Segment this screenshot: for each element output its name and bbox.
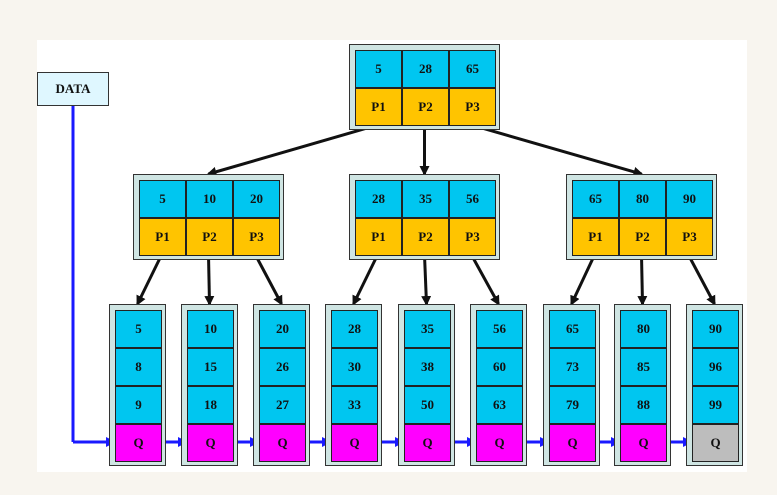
key-cell: 27	[259, 386, 306, 424]
key-cell: 28	[355, 180, 402, 218]
key-cell: 28	[331, 310, 378, 348]
pointer-cell: P3	[666, 218, 713, 256]
key-cell: 9	[115, 386, 162, 424]
q-cell: Q	[476, 424, 523, 462]
key-cell: 56	[476, 310, 523, 348]
tree-arrow	[421, 254, 432, 306]
key-cell: 88	[620, 386, 667, 424]
pointer-cell: P1	[355, 218, 402, 256]
data-label: DATA	[37, 72, 109, 106]
key-cell: 65	[572, 180, 619, 218]
tree-arrow	[206, 123, 378, 177]
pointer-cell: P2	[186, 218, 233, 256]
tree-arrow	[254, 254, 283, 306]
key-cell: 50	[404, 386, 451, 424]
key-cell: 15	[187, 348, 234, 386]
pointer-cell: P2	[402, 218, 449, 256]
key-cell: 35	[404, 310, 451, 348]
tree-arrow	[204, 254, 215, 306]
tree-arrow	[637, 254, 648, 306]
key-cell: 63	[476, 386, 523, 424]
tree-arrow	[471, 123, 644, 177]
key-cell: 80	[620, 310, 667, 348]
key-cell: 38	[404, 348, 451, 386]
pointer-cell: P3	[233, 218, 280, 256]
key-cell: 8	[115, 348, 162, 386]
tree-arrow	[470, 254, 500, 306]
q-cell: Q	[187, 424, 234, 462]
pointer-cell: P1	[139, 218, 186, 256]
key-cell: 65	[549, 310, 596, 348]
key-cell: 30	[331, 348, 378, 386]
key-cell: 20	[259, 310, 306, 348]
key-cell: 20	[233, 180, 280, 218]
pointer-cell: P3	[449, 218, 496, 256]
key-cell: 35	[402, 180, 449, 218]
q-cell: Q	[692, 424, 739, 462]
key-cell: 10	[186, 180, 233, 218]
key-cell: 10	[187, 310, 234, 348]
pointer-cell: P1	[355, 88, 402, 126]
key-cell: 33	[331, 386, 378, 424]
key-cell: 90	[692, 310, 739, 348]
q-cell: Q	[115, 424, 162, 462]
key-cell: 99	[692, 386, 739, 424]
key-cell: 5	[139, 180, 186, 218]
key-cell: 5	[115, 310, 162, 348]
key-cell: 85	[620, 348, 667, 386]
key-cell: 28	[402, 50, 449, 88]
key-cell: 5	[355, 50, 402, 88]
key-cell: 90	[666, 180, 713, 218]
key-cell: 79	[549, 386, 596, 424]
q-cell: Q	[404, 424, 451, 462]
q-cell: Q	[259, 424, 306, 462]
key-cell: 26	[259, 348, 306, 386]
pointer-cell: P3	[449, 88, 496, 126]
key-cell: 56	[449, 180, 496, 218]
q-cell: Q	[331, 424, 378, 462]
tree-arrow	[352, 254, 379, 306]
key-cell: 65	[449, 50, 496, 88]
key-cell: 80	[619, 180, 666, 218]
q-cell: Q	[549, 424, 596, 462]
pointer-cell: P1	[572, 218, 619, 256]
tree-arrow	[687, 254, 716, 306]
tree-arrow	[570, 254, 596, 306]
pointer-cell: P2	[619, 218, 666, 256]
tree-arrow	[136, 254, 163, 306]
q-cell: Q	[620, 424, 667, 462]
key-cell: 60	[476, 348, 523, 386]
key-cell: 73	[549, 348, 596, 386]
pointer-cell: P2	[402, 88, 449, 126]
key-cell: 18	[187, 386, 234, 424]
key-cell: 96	[692, 348, 739, 386]
